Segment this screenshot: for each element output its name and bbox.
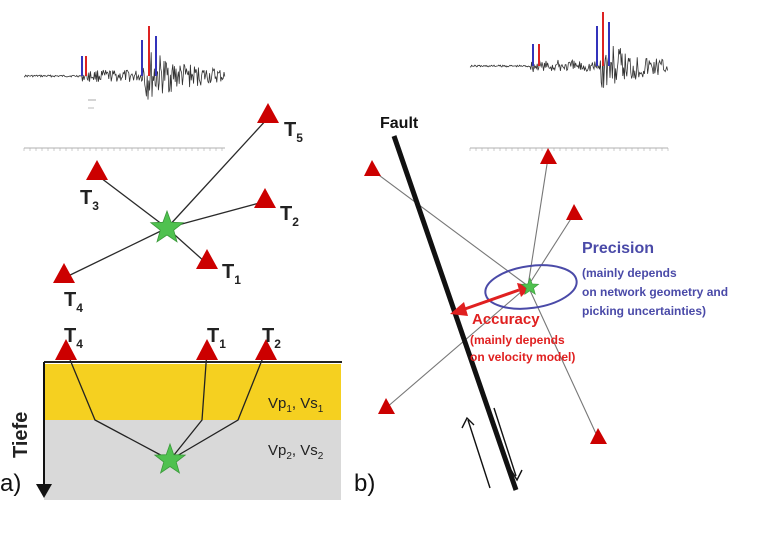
- accuracy-title: Accuracy: [472, 311, 540, 328]
- precision-line: (mainly depends: [582, 266, 677, 280]
- station-icon: [590, 428, 607, 444]
- ray-path: [169, 349, 208, 461]
- panel-a: T5 T3 T2 T1 T4 T: [0, 26, 342, 500]
- precision-ellipse: [484, 264, 578, 310]
- pick-marker-red: [538, 44, 540, 66]
- station-icon: [257, 103, 279, 123]
- seismogram-trace: [24, 52, 226, 100]
- station-icon: [255, 339, 277, 360]
- station-icon: [55, 339, 77, 360]
- ray-path: [96, 174, 168, 229]
- panel-b-label: b): [354, 470, 375, 497]
- pick-marker-blue: [141, 40, 143, 76]
- hypocenter-star-icon: [153, 442, 187, 474]
- layer-1: [44, 364, 341, 420]
- station-icon: [196, 339, 218, 360]
- precision-line: on network geometry and: [582, 285, 728, 299]
- ray-path: [65, 349, 171, 461]
- pick-marker-blue: [81, 56, 83, 76]
- ray-path: [527, 213, 575, 287]
- ray-paths-map: [63, 117, 269, 279]
- station-icon: [566, 204, 583, 220]
- station-icon: [86, 160, 108, 180]
- ray-path: [527, 157, 549, 287]
- ray-path: [166, 117, 269, 229]
- station-icon: [53, 263, 75, 283]
- epicenter-star-icon: [520, 277, 540, 295]
- pick-marker-blue: [532, 44, 534, 66]
- station-icon: [254, 188, 276, 208]
- depth-arrow-icon: [36, 484, 52, 498]
- ray-path: [385, 285, 529, 409]
- pick-marker-blue: [608, 22, 610, 66]
- station-icon: [364, 160, 381, 176]
- ray-paths-section: [65, 349, 267, 461]
- ray-path: [166, 201, 264, 229]
- station-icon: [378, 398, 395, 414]
- panel-a-label: a): [0, 470, 21, 497]
- station-label-t2: T2: [262, 325, 281, 351]
- layer-2-label: Vp2, Vs2: [268, 442, 324, 462]
- station-label-t4: T4: [64, 289, 83, 315]
- station-label-t3: T3: [80, 187, 99, 213]
- station-label-t2: T2: [280, 203, 299, 229]
- ray-path: [527, 285, 599, 439]
- layer-2: [44, 420, 341, 500]
- seismogram-a: [23, 26, 226, 151]
- stations-map-b: [364, 148, 607, 444]
- seismogram-b: [469, 12, 669, 151]
- ray-path: [169, 349, 267, 461]
- layer-1-label: Vp1, Vs1: [268, 395, 324, 415]
- time-axis-ticks: [469, 148, 669, 151]
- accuracy-line: (mainly depends: [470, 333, 565, 347]
- precision-title: Precision: [582, 240, 654, 257]
- ray-path: [63, 227, 168, 279]
- panel-b: Fault Precision (mainly depe: [354, 12, 728, 497]
- ray-path: [371, 169, 529, 287]
- pick-marker-blue: [155, 36, 157, 76]
- pick-marker-red: [602, 12, 604, 66]
- pick-marker-red: [85, 56, 87, 76]
- time-axis-ticks: [23, 148, 223, 151]
- accuracy-annotation: Accuracy (mainly depends on velocity mod…: [470, 311, 575, 364]
- station-label-t1: T1: [222, 261, 241, 287]
- accuracy-line: on velocity model): [470, 350, 575, 364]
- pick-marker-red: [148, 26, 150, 76]
- cross-section: T4 T1 T2 Vp1, Vs1 Vp2, Vs2 Tiefe: [10, 325, 342, 500]
- depth-axis-label: Tiefe: [10, 412, 32, 458]
- pick-marker-blue: [596, 26, 598, 66]
- precision-annotation: Precision (mainly depends on network geo…: [582, 240, 728, 318]
- station-label-t5: T5: [284, 119, 303, 145]
- station-icon: [540, 148, 557, 164]
- fault-label: Fault: [380, 115, 419, 132]
- precision-line: picking uncertainties): [582, 304, 706, 318]
- seismogram-trace: [469, 45, 668, 88]
- station-label-t4: T4: [64, 325, 83, 351]
- stations-map: T5 T3 T2 T1 T4: [53, 103, 303, 315]
- station-icon: [196, 249, 218, 269]
- station-label-t1: T1: [207, 325, 226, 351]
- fault-slip-arrows: [461, 407, 523, 489]
- epicenter-star-icon: [149, 209, 185, 243]
